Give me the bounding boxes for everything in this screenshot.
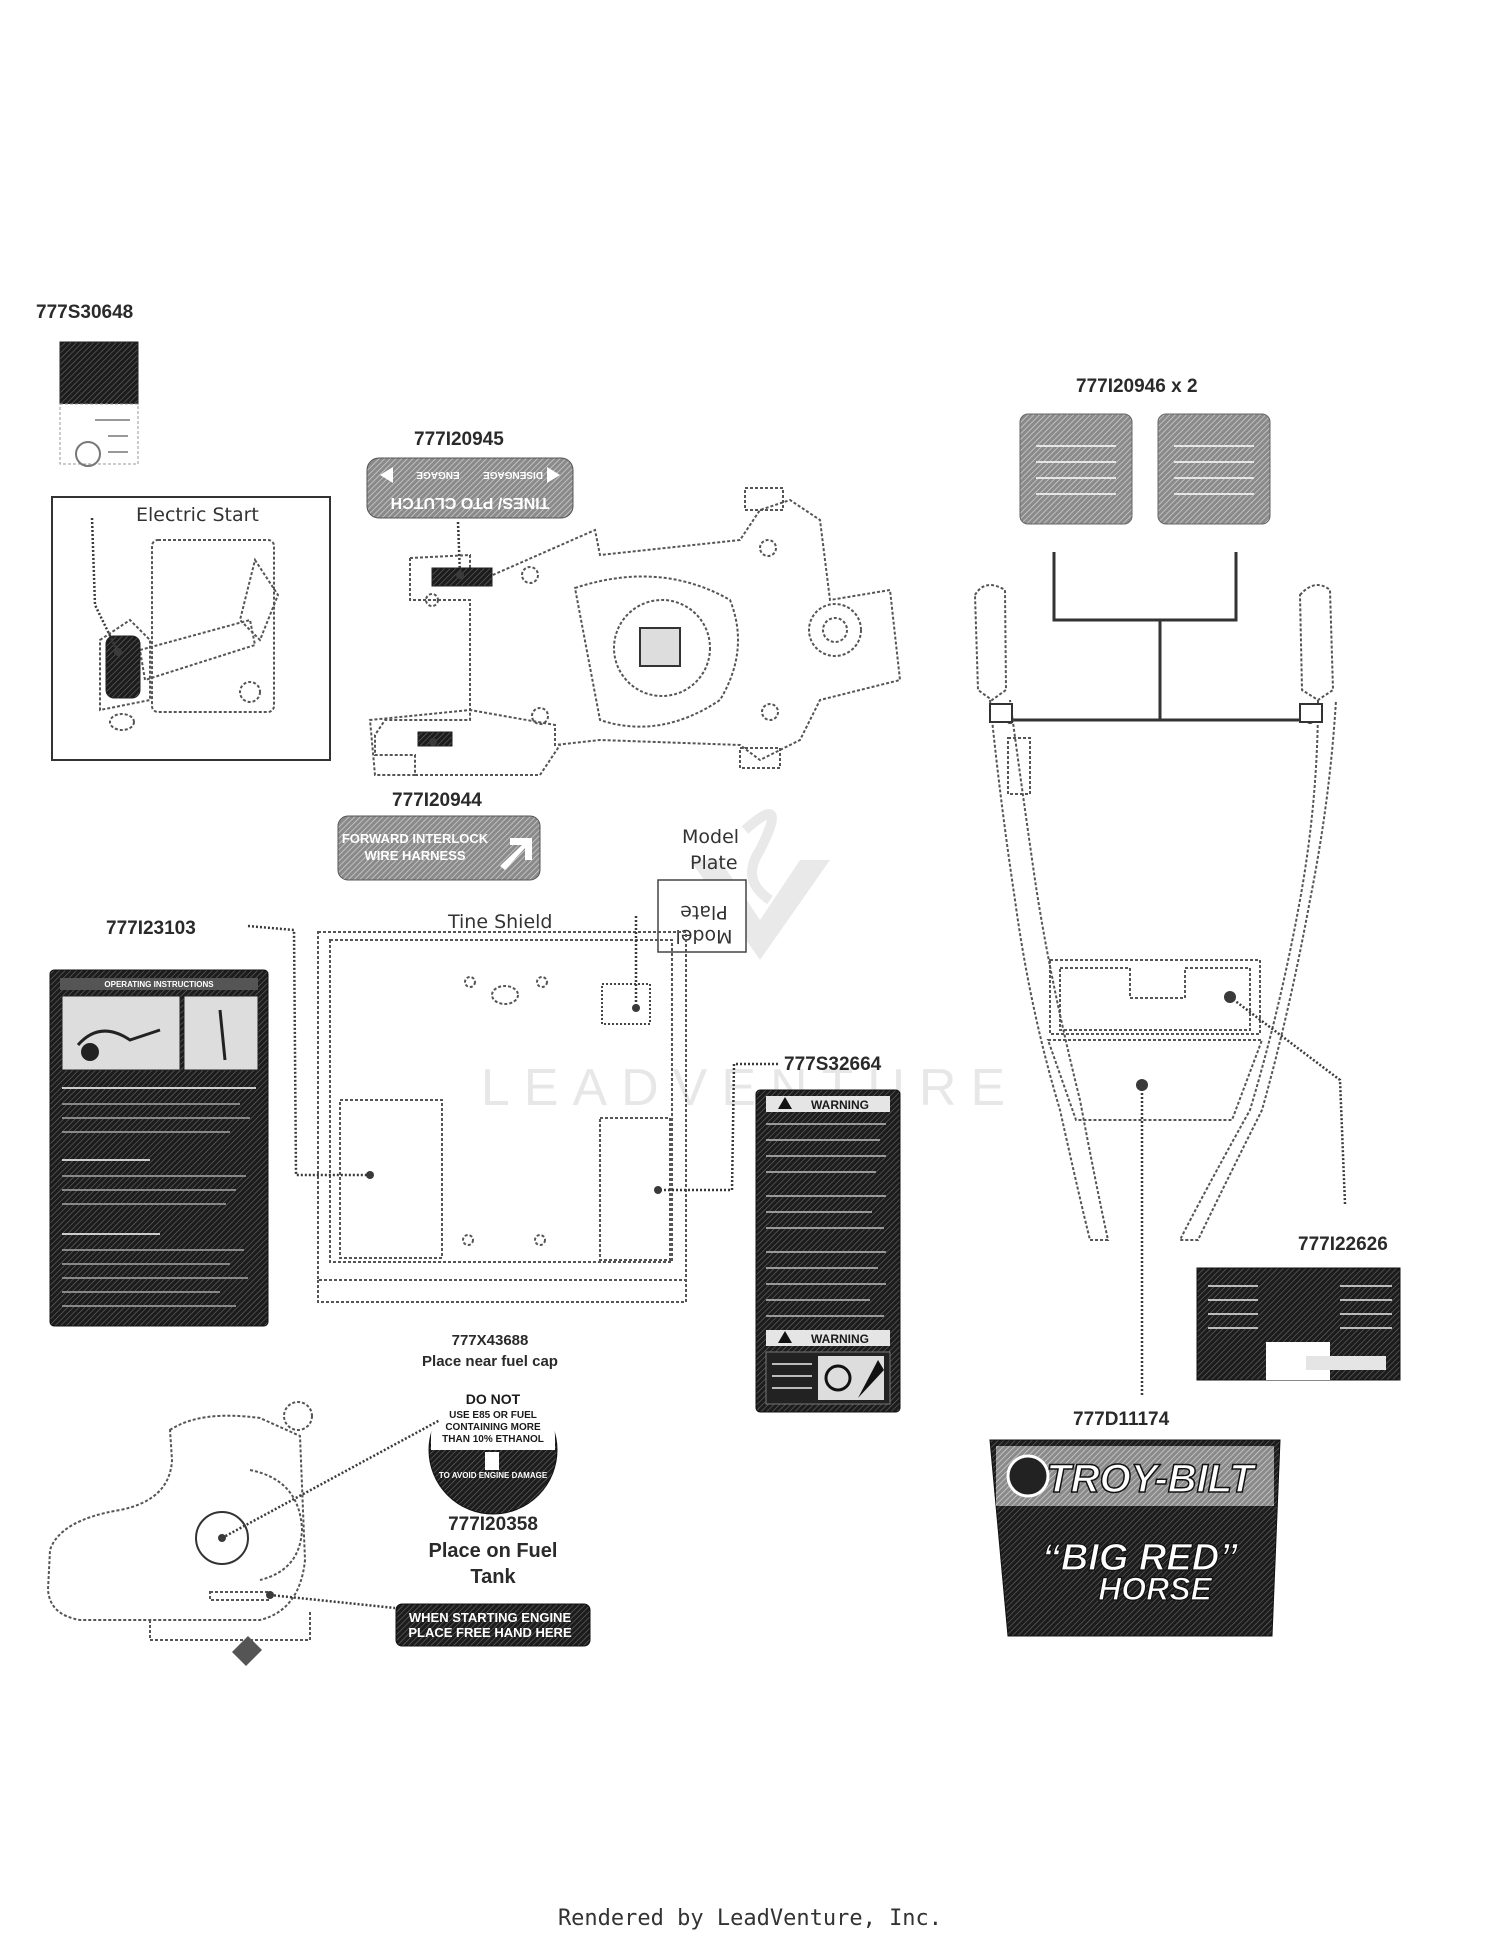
part-number-777I22626: 777I22626 (1298, 1234, 1388, 1255)
pto-disengage-text: DISENGAGE (483, 469, 543, 480)
footer-credit: Rendered by LeadVenture, Inc. (557, 1906, 943, 1931)
brand-text: TROY-BILT (1046, 1457, 1257, 1501)
model-plate-label-1: Model (682, 826, 739, 848)
ignition-key-icon (75, 441, 101, 467)
warning-triangle-icon (778, 1097, 792, 1109)
fuel-pump-icon (485, 1452, 499, 1470)
decal-777I20944: FORWARD INTERLOCK WIRE HARNESS (337, 815, 541, 881)
operating-instructions-text: OPERATING INSTRUCTIONS (104, 980, 214, 989)
electric-start-label: Electric Start (136, 504, 259, 526)
tine-shield-label: Tine Shield (447, 911, 552, 933)
leader-777I23103 (247, 924, 370, 1177)
decal-777D11174: TROY-BILT “BIG RED” HORSE (989, 1439, 1281, 1637)
svg-text:Model: Model (675, 925, 732, 947)
forward-interlock-text: FORWARD INTERLOCK (342, 831, 489, 846)
handlebar (973, 584, 1347, 1395)
pto-engage-text: ENGAGE (416, 469, 460, 480)
electric-start-detail: Electric Start (51, 496, 331, 761)
wire-harness-text: WIRE HARNESS (364, 848, 465, 863)
rotating-tines-icon (824, 1364, 852, 1392)
decal-777I20946-b (1157, 413, 1271, 525)
fuel-line-1: USE E85 OR FUEL (449, 1410, 537, 1421)
decal-777I22626 (1196, 1267, 1401, 1381)
decal-777I20945: ENGAGE DISENGAGE TINES/ PTO CLUTCH (366, 457, 574, 519)
starting-engine-text-1: WHEN STARTING ENGINE (409, 1610, 572, 1625)
pto-clutch-text: TINES/ PTO CLUTCH (391, 494, 550, 511)
troy-bilt-logo-icon (1006, 1454, 1050, 1498)
watermark-text: LEADVENTURE (481, 1059, 1019, 1117)
decal-777S32664: WARNING WARNING (755, 1089, 901, 1413)
warning-text-1: WARNING (811, 1098, 869, 1112)
part-number-777I20944: 777I20944 (392, 790, 482, 811)
starting-engine-text-2: PLACE FREE HAND HERE (408, 1625, 572, 1640)
decal-777I23103: OPERATING INSTRUCTIONS (49, 969, 269, 1327)
fuel-do-not-text: DO NOT (466, 1391, 521, 1407)
fuel-line-3: THAN 10% ETHANOL (442, 1434, 544, 1445)
model-name-line2: HORSE (1098, 1571, 1213, 1607)
arrow-up-right-icon (500, 838, 532, 870)
model-plate-box: Model Plate (657, 879, 747, 953)
part-number-777I20945: 777I20945 (414, 429, 504, 450)
note-777X43688: Place near fuel cap (422, 1353, 558, 1370)
part-number-777I23103: 777I23103 (106, 918, 196, 939)
leader-777S32664 (658, 1062, 778, 1192)
part-number-777S32664: 777S32664 (784, 1054, 882, 1075)
note-777I20358-line2: Tank (470, 1566, 516, 1588)
svg-text:Plate: Plate (680, 901, 728, 923)
note-777I20358-line1: Place on Fuel (429, 1540, 558, 1562)
gear-housing (368, 487, 902, 776)
decal-starting-engine: WHEN STARTING ENGINE PLACE FREE HAND HER… (395, 1603, 591, 1647)
warning-text-2: WARNING (811, 1332, 869, 1346)
watermark: LEADVENTURE (481, 808, 1019, 1117)
tine-shield (317, 916, 687, 1303)
model-plate-label-2: Plate (690, 852, 738, 874)
part-number-777D11174: 777D11174 (1073, 1409, 1170, 1430)
fuel-ring-text: TO AVOID ENGINE DAMAGE (439, 1471, 548, 1480)
model-name-line1: “BIG RED” (1042, 1537, 1238, 1579)
leader-777I20946 (1006, 552, 1314, 724)
fuel-line-2: CONTAINING MORE (445, 1422, 541, 1433)
part-number-777I20358: 777I20358 (448, 1514, 538, 1535)
decal-777S30648 (59, 341, 139, 467)
part-number-777X43688: 777X43688 (452, 1332, 529, 1349)
part-number-777S30648: 777S30648 (36, 302, 133, 323)
part-number-777I20946: 777I20946 x 2 (1076, 376, 1198, 397)
fuel-tank (46, 1401, 441, 1666)
decal-777I20946-a (1019, 413, 1133, 525)
decal-777X43688: DO NOT USE E85 OR FUEL CONTAINING MORE T… (428, 1374, 558, 1515)
